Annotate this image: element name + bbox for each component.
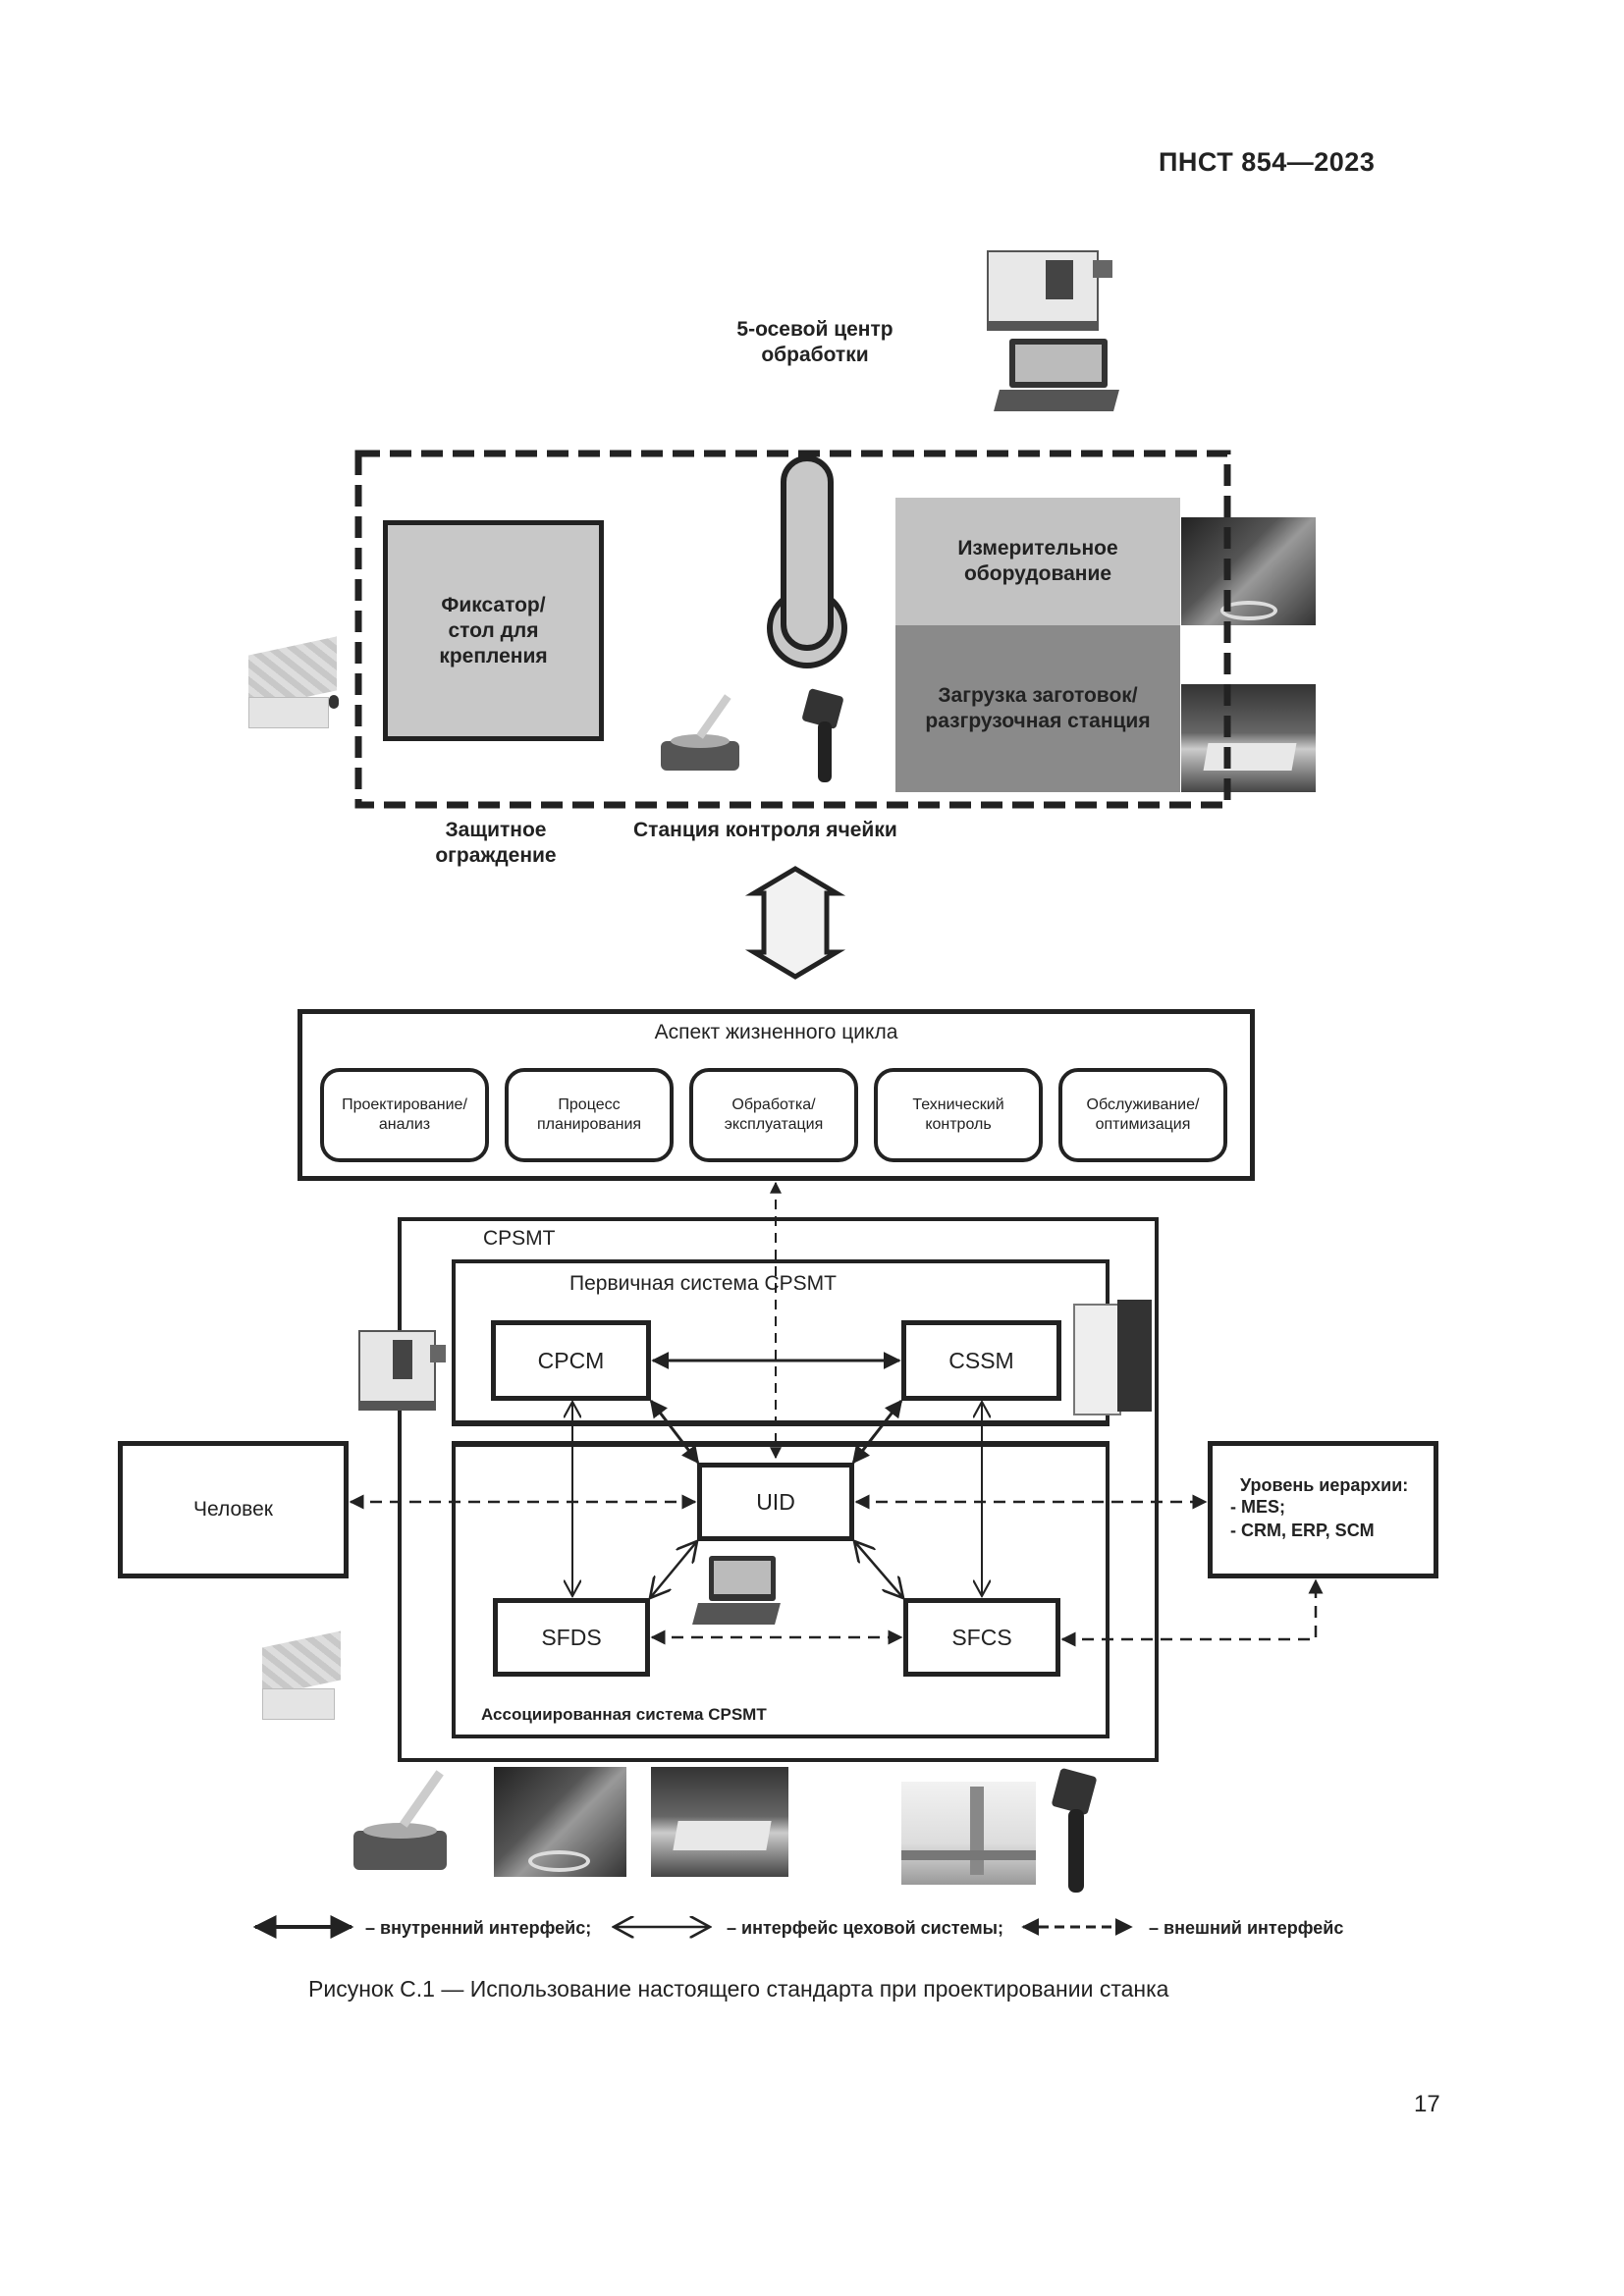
figure-caption: Рисунок С.1 — Использование настоящего с… <box>308 1976 1169 2002</box>
lifecycle-title: Аспект жизненного цикла <box>654 1021 898 1043</box>
safety-guard-label: Защитное ограждение <box>412 818 579 869</box>
lifecycle-panel <box>298 1009 1255 1181</box>
loading-line1: Загрузка заготовок/ <box>938 684 1138 707</box>
pendant-bottom-grip <box>1068 1809 1084 1893</box>
panel-small-display <box>714 1561 771 1594</box>
fixture-line3: крепления <box>439 644 548 667</box>
uid-sfcs-connector <box>854 1541 903 1598</box>
measuring-equipment-box: Измерительное оборудование <box>895 498 1180 625</box>
robot-station-table <box>671 734 730 748</box>
machining-center-label-line2: обработки <box>761 344 869 366</box>
servo-drive-image <box>1065 1296 1159 1418</box>
shop-floor-photo <box>901 1782 1036 1885</box>
bidirectional-big-arrow <box>744 866 846 980</box>
fixture-box: Фиксатор/ стол для крепления <box>383 520 604 741</box>
measuring-line2: оборудование <box>963 562 1112 585</box>
lifecycle-item-text: анализ <box>378 1116 431 1133</box>
teach-pendant-grip <box>818 721 832 782</box>
human-box[interactable]: Человек <box>118 1441 349 1578</box>
loading-station-box: Загрузка заготовок/ разгрузочная станция <box>895 625 1180 792</box>
measuring-photo-bottom <box>494 1767 626 1877</box>
lifecycle-item-text: Технический <box>912 1096 1004 1113</box>
sfcs-hierarchy-connector <box>1062 1578 1324 1641</box>
sfds-box[interactable]: SFDS <box>493 1598 650 1677</box>
hierarchy-item-crm: - CRM, ERP, SCM <box>1230 1521 1375 1540</box>
measuring-equipment-photo <box>1181 517 1316 625</box>
robot-bottom-table <box>363 1823 437 1839</box>
control-panel-image-small <box>687 1556 785 1644</box>
loading-photo-bottom <box>651 1767 788 1877</box>
loading-line2: разгрузочная станция <box>925 710 1151 732</box>
fixture-line1: Фиксатор/ <box>441 593 546 616</box>
loading-station-photo <box>1181 684 1316 792</box>
page-number: 17 <box>1414 2091 1440 2117</box>
measuring-line1: Измерительное <box>957 537 1118 560</box>
cssm-uid-connector <box>851 1399 903 1465</box>
measuring-photo-ring <box>1220 601 1277 620</box>
fixture-small-base <box>262 1688 335 1720</box>
uid-sfds-connector <box>650 1541 697 1598</box>
cell-control-station-label: Станция контроля ячейки <box>633 819 897 841</box>
lifecycle-item-text: Процесс <box>558 1096 621 1113</box>
lifecycle-item-maintenance[interactable]: Обслуживание/оптимизация <box>1058 1068 1227 1162</box>
lifecycle-item-text: контроль <box>925 1116 992 1133</box>
legend-shop-floor-label: – интерфейс цеховой системы; <box>727 1918 1004 1938</box>
cnc-machine-image <box>987 240 1114 331</box>
cpsmt-title: CPSMT <box>483 1227 556 1250</box>
lifecycle-item-operation[interactable]: Обработка/эксплуатация <box>689 1068 858 1162</box>
associated-system-title: Ассоциированная система CPSMT <box>481 1705 767 1724</box>
sfcs-box[interactable]: SFCS <box>903 1598 1060 1677</box>
fixture-line2: стол для <box>448 618 539 642</box>
measuring-bottom-ring <box>528 1850 590 1872</box>
cpcm-box[interactable]: CPCM <box>491 1320 651 1401</box>
safety-guard-line2: ограждение <box>435 844 557 867</box>
cnc-machine-image-small <box>353 1320 452 1414</box>
legend-external-label: – внешний интерфейс <box>1149 1918 1344 1938</box>
lifecycle-item-design[interactable]: Проектирование/анализ <box>320 1068 489 1162</box>
cnc-small-window <box>393 1340 412 1379</box>
hierarchy-title: Уровень иерархии: <box>1240 1475 1409 1495</box>
fixture-table-knob <box>329 695 339 709</box>
lifecycle-item-text: Обработка/ <box>731 1096 816 1113</box>
fixture-table-image <box>241 636 349 736</box>
machining-center-label-line1: 5-осевой центр <box>736 318 893 341</box>
cnc-small-panel <box>430 1345 446 1362</box>
cnc-machine-panel <box>1093 260 1112 278</box>
control-panel-image <box>992 339 1119 422</box>
cnc-machine-window <box>1046 260 1073 299</box>
fixture-table-base <box>248 697 329 728</box>
safety-guard-line1: Защитное <box>445 819 547 841</box>
teach-pendant-image-bottom <box>1051 1767 1100 1895</box>
fixture-table-image-small <box>257 1630 355 1728</box>
lifecycle-item-text: планирования <box>536 1116 642 1133</box>
control-panel-display <box>1015 345 1102 382</box>
servo-drive-side <box>1117 1300 1152 1412</box>
lifecycle-item-text: эксплуатация <box>724 1116 824 1133</box>
robot-symbol <box>767 455 847 668</box>
lifecycle-item-text: Проектирование/ <box>342 1096 467 1113</box>
cssm-box[interactable]: CSSM <box>901 1320 1061 1401</box>
cnc-machine-body <box>987 250 1099 331</box>
uid-box[interactable]: UID <box>697 1463 854 1541</box>
shop-floor-rail <box>901 1850 1036 1860</box>
lifecycle-item-text: оптимизация <box>1095 1116 1191 1133</box>
servo-drive-front <box>1073 1304 1121 1415</box>
legend-internal-label: – внутренний интерфейс; <box>365 1918 592 1938</box>
safety-guard-outline <box>354 450 1231 809</box>
robot-station-image <box>656 687 779 780</box>
hierarchy-box[interactable]: Уровень иерархии: - MES; - CRM, ERP, SCM <box>1208 1441 1438 1578</box>
teach-pendant-image <box>800 687 844 785</box>
machining-center-label: 5-осевой центр обработки <box>707 317 923 368</box>
robot-station-image-bottom <box>349 1762 486 1890</box>
hierarchy-item-mes: - MES; <box>1230 1497 1285 1517</box>
lifecycle-item-text: Обслуживание/ <box>1086 1096 1200 1113</box>
lifecycle-item-inspection[interactable]: Технический контроль <box>874 1068 1043 1162</box>
lifecycle-item-planning[interactable]: Процесс планирования <box>505 1068 674 1162</box>
document-code: ПНСТ 854—2023 <box>1159 147 1376 177</box>
cpcm-uid-connector <box>649 1399 700 1465</box>
